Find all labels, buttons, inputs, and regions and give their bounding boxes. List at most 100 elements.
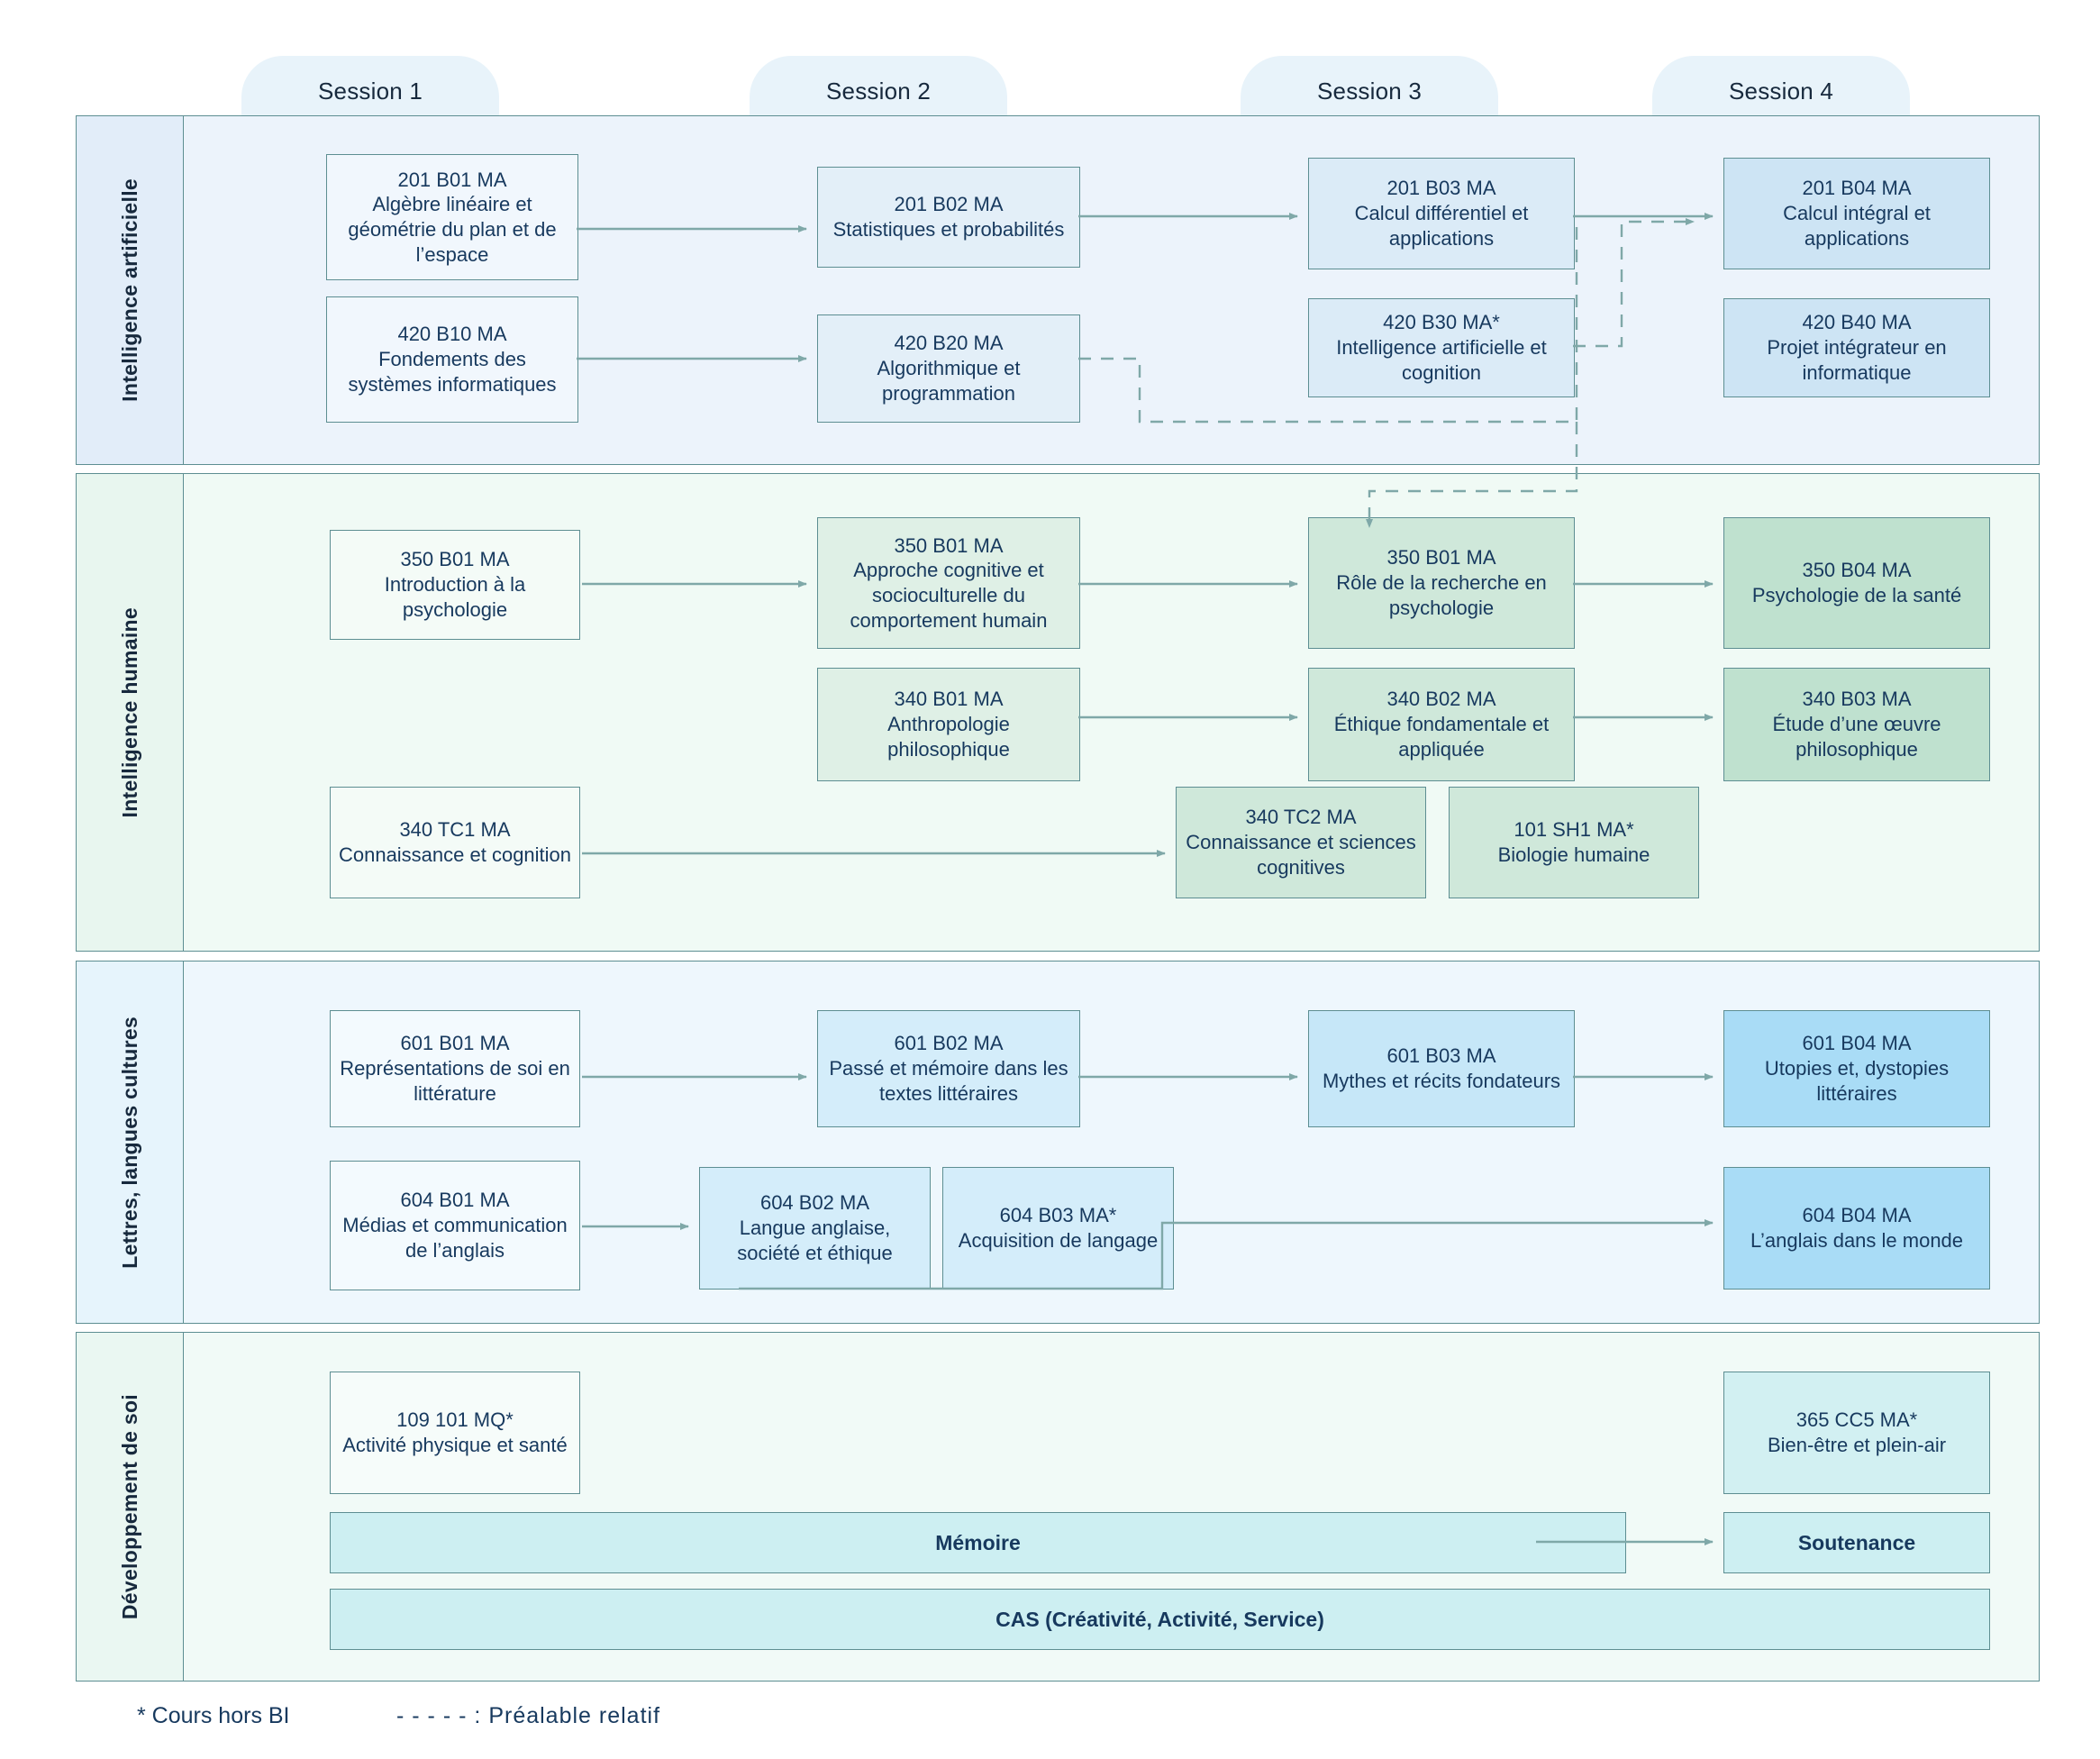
course-420-B30-MA[interactable]: 420 B30 MA* Intelligence artificielle et…: [1308, 298, 1575, 397]
course-350-B04-MA[interactable]: 350 B04 MA Psychologie de la santé: [1723, 517, 1990, 649]
course-title: Mythes et récits fondateurs: [1322, 1070, 1561, 1092]
session-header-3-label: Session 3: [1317, 77, 1422, 105]
band-label-text: Lettres, langues cultures: [117, 1016, 141, 1269]
course-code: 420 B10 MA: [397, 323, 507, 346]
course-365-CC5-MA[interactable]: 365 CC5 MA* Bien-être et plein-air: [1723, 1372, 1990, 1494]
course-code: 109 101 MQ*: [396, 1408, 514, 1432]
bar-soutenance-label: Soutenance: [1797, 1530, 1916, 1554]
course-340-TC1-MA[interactable]: 340 TC1 MA Connaissance et cognition: [330, 787, 580, 898]
course-code: 420 B20 MA: [894, 332, 1004, 355]
course-340-B03-MA[interactable]: 340 B03 MA Étude d’une œuvre philosophiq…: [1723, 668, 1990, 781]
course-601-B01-MA[interactable]: 601 B01 MA Représentations de soi en lit…: [330, 1010, 580, 1127]
course-code: 601 B02 MA: [894, 1032, 1004, 1055]
band-body-developpement-de-soi: 109 101 MQ* Activité physique et santé 3…: [184, 1333, 2039, 1681]
course-code: 350 B01 MA: [400, 548, 510, 571]
session-header-3: Session 3: [1241, 56, 1498, 126]
course-title: Introduction à la psychologie: [384, 573, 526, 621]
course-201-B03-MA[interactable]: 201 B03 MA Calcul différentiel et applic…: [1308, 158, 1575, 269]
course-title: Médias et communication de l’anglais: [342, 1214, 568, 1262]
band-body-intelligence-artificielle: 201 B01 MA Algèbre linéaire et géométrie…: [184, 116, 2039, 464]
course-code: 604 B04 MA: [1802, 1204, 1912, 1227]
course-code: 201 B02 MA: [894, 193, 1004, 216]
session-header-4: Session 4: [1652, 56, 1910, 126]
course-code: 340 TC1 MA: [399, 818, 511, 842]
course-title: Psychologie de la santé: [1751, 584, 1962, 606]
band-intelligence-humaine: Intelligence humaine 350 B01 MA Introduc…: [76, 473, 2040, 952]
course-201-B02-MA[interactable]: 201 B02 MA Statistiques et probabilités: [817, 167, 1080, 268]
course-title: Anthropologie philosophique: [887, 713, 1010, 761]
band-developpement-de-soi: Développement de soi 109 101 MQ* Activit…: [76, 1332, 2040, 1682]
course-title: Intelligence artificielle et cognition: [1336, 336, 1547, 384]
bar-memoire[interactable]: Mémoire: [330, 1512, 1626, 1573]
course-340-TC2-MA[interactable]: 340 TC2 MA Connaissance et sciences cogn…: [1176, 787, 1426, 898]
course-601-B03-MA[interactable]: 601 B03 MA Mythes et récits fondateurs: [1308, 1010, 1575, 1127]
course-601-B04-MA[interactable]: 601 B04 MA Utopies et, dystopies littéra…: [1723, 1010, 1990, 1127]
course-109-101-MQ[interactable]: 109 101 MQ* Activité physique et santé: [330, 1372, 580, 1494]
legend-prealable-text: : Préalable relatif: [474, 1703, 661, 1728]
course-title: Acquisition de langage: [958, 1229, 1159, 1252]
course-code: 101 SH1 MA*: [1514, 818, 1634, 842]
course-code: 340 B01 MA: [894, 688, 1004, 711]
course-604-B01-MA[interactable]: 604 B01 MA Médias et communication de l’…: [330, 1161, 580, 1290]
band-lettres-langues-cultures: Lettres, langues cultures 601 B01 MA Rep…: [76, 961, 2040, 1324]
course-350-B01-MA-s1[interactable]: 350 B01 MA Introduction à la psychologie: [330, 530, 580, 640]
course-code: 350 B04 MA: [1802, 559, 1912, 582]
course-code: 340 TC2 MA: [1245, 806, 1357, 829]
legend-hors-bi-text: * Cours hors BI: [137, 1703, 290, 1728]
course-code: 350 B01 MA: [894, 533, 1004, 557]
legend-prealable: - - - - - : Préalable relatif: [396, 1703, 660, 1729]
band-intelligence-artificielle: Intelligence artificielle 201 B01 MA Alg…: [76, 115, 2040, 465]
course-604-B02-MA[interactable]: 604 B02 MA Langue anglaise, société et é…: [699, 1167, 931, 1290]
course-title: Connaissance et cognition: [338, 843, 572, 866]
bar-soutenance[interactable]: Soutenance: [1723, 1512, 1990, 1573]
course-code: 604 B03 MA*: [999, 1204, 1117, 1227]
course-code: 365 CC5 MA*: [1795, 1408, 1918, 1432]
course-201-B01-MA[interactable]: 201 B01 MA Algèbre linéaire et géométrie…: [326, 154, 578, 280]
course-title: Algorithmique et programmation: [877, 357, 1021, 405]
course-601-B02-MA[interactable]: 601 B02 MA Passé et mémoire dans les tex…: [817, 1010, 1080, 1127]
band-label-intelligence-humaine: Intelligence humaine: [77, 474, 184, 951]
band-label-text: Intelligence artificielle: [117, 178, 141, 402]
course-title: Calcul intégral et applications: [1783, 202, 1931, 250]
course-604-B04-MA[interactable]: 604 B04 MA L’anglais dans le monde: [1723, 1167, 1990, 1290]
course-title: Fondements des systèmes informatiques: [348, 348, 557, 396]
course-420-B20-MA[interactable]: 420 B20 MA Algorithmique et programmatio…: [817, 314, 1080, 423]
course-code: 604 B02 MA: [759, 1191, 870, 1215]
band-body-intelligence-humaine: 350 B01 MA Introduction à la psychologie…: [184, 474, 2039, 951]
course-title: L’anglais dans le monde: [1750, 1229, 1964, 1252]
session-header-1-label: Session 1: [318, 77, 423, 105]
course-code: 350 B01 MA: [1386, 546, 1496, 570]
course-code: 604 B01 MA: [400, 1189, 510, 1212]
course-350-B01-MA-s2[interactable]: 350 B01 MA Approche cognitive et sociocu…: [817, 517, 1080, 649]
bar-memoire-label: Mémoire: [935, 1530, 1021, 1554]
course-604-B03-MA[interactable]: 604 B03 MA* Acquisition de langage: [942, 1167, 1174, 1290]
course-title: Biologie humaine: [1497, 843, 1650, 866]
course-420-B10-MA[interactable]: 420 B10 MA Fondements des systèmes infor…: [326, 296, 578, 423]
course-code: 340 B03 MA: [1802, 688, 1912, 711]
course-title: Projet intégrateur en informatique: [1767, 336, 1947, 384]
course-title: Langue anglaise, société et éthique: [737, 1217, 893, 1264]
course-350-B01-MA-s3[interactable]: 350 B01 MA Rôle de la recherche en psych…: [1308, 517, 1575, 649]
course-340-B01-MA[interactable]: 340 B01 MA Anthropologie philosophique: [817, 668, 1080, 781]
course-340-B02-MA[interactable]: 340 B02 MA Éthique fondamentale et appli…: [1308, 668, 1575, 781]
course-title: Algèbre linéaire et géométrie du plan et…: [348, 193, 557, 266]
course-title: Utopies et, dystopies littéraires: [1764, 1057, 1950, 1105]
course-code: 420 B40 MA: [1802, 311, 1912, 334]
session-header-1: Session 1: [241, 56, 499, 126]
course-201-B04-MA[interactable]: 201 B04 MA Calcul intégral et applicatio…: [1723, 158, 1990, 269]
band-label-text: Intelligence humaine: [117, 606, 141, 818]
bar-cas-label: CAS (Créativité, Activité, Service): [995, 1607, 1324, 1631]
course-420-B40-MA[interactable]: 420 B40 MA Projet intégrateur en informa…: [1723, 298, 1990, 397]
legend-hors-bi: * Cours hors BI: [137, 1703, 290, 1729]
course-title: Passé et mémoire dans les textes littéra…: [829, 1057, 1068, 1105]
bar-cas[interactable]: CAS (Créativité, Activité, Service): [330, 1589, 1990, 1650]
course-101-SH1-MA[interactable]: 101 SH1 MA* Biologie humaine: [1449, 787, 1699, 898]
course-title: Statistiques et probabilités: [832, 218, 1065, 241]
course-code: 201 B04 MA: [1802, 177, 1912, 200]
course-title: Calcul différentiel et applications: [1354, 202, 1529, 250]
band-label-intelligence-artificielle: Intelligence artificielle: [77, 116, 184, 464]
session-header-4-label: Session 4: [1729, 77, 1833, 105]
course-title: Étude d’une œuvre philosophique: [1772, 713, 1941, 761]
course-code: 601 B04 MA: [1802, 1032, 1912, 1055]
